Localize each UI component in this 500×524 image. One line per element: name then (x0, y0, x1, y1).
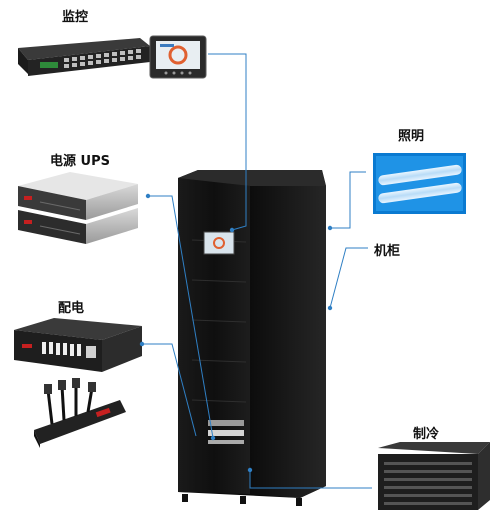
connector-power-distribution (142, 343, 197, 437)
ups-unit-icon (18, 172, 138, 244)
pdu-power-strip-icon (34, 378, 126, 448)
label-power-distribution: 配电 (58, 301, 85, 316)
label-cabinet: 机柜 (374, 244, 401, 259)
connector-cooling (249, 470, 372, 489)
connector-dots (139, 193, 333, 473)
led-tube-light-icon (373, 153, 466, 214)
monitoring-touch-panel-icon (149, 35, 207, 79)
power-distribution-unit-icon (14, 318, 142, 372)
connector-monitoring (208, 53, 247, 231)
cooling-unit-icon (378, 442, 490, 510)
label-lighting: 照明 (398, 129, 425, 144)
connector-ups (148, 195, 214, 439)
label-ups: 电源 UPS (50, 154, 110, 169)
label-monitoring: 监控 (62, 10, 89, 25)
connector-lines (142, 53, 372, 489)
label-cooling: 制冷 (413, 427, 440, 442)
connector-lighting (330, 171, 366, 229)
connector-cabinet (329, 247, 368, 309)
server-cabinet-icon (178, 170, 326, 506)
monitoring-switch-icon (18, 38, 150, 76)
